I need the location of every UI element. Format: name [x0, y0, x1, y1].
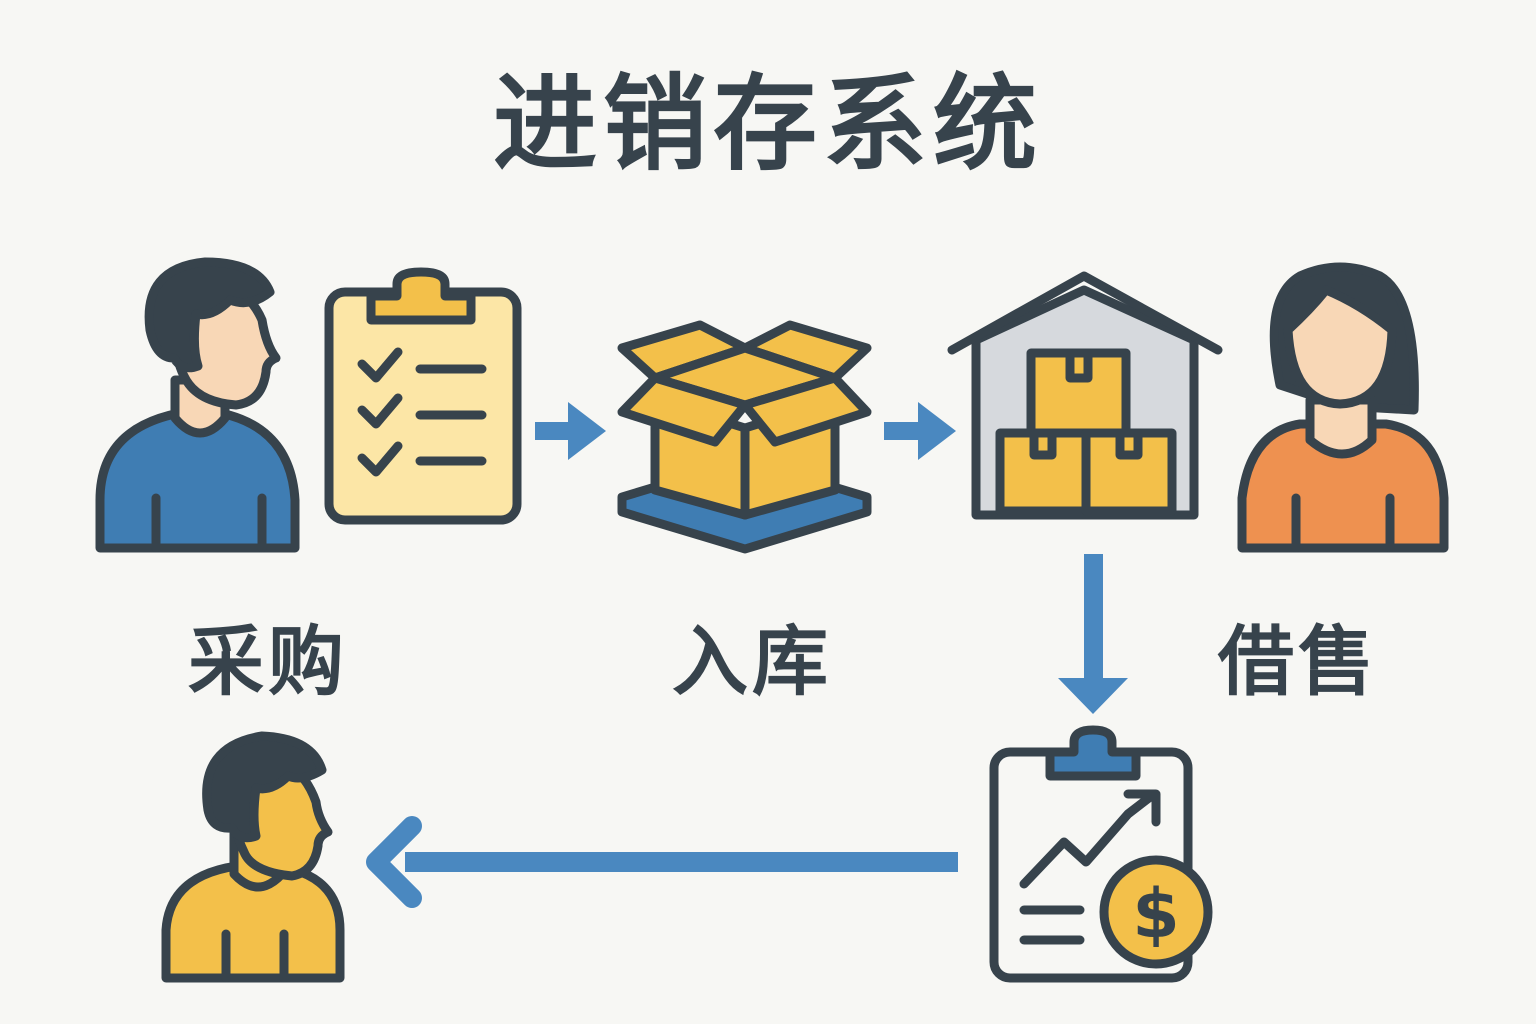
arrow-report-to-customer	[366, 816, 958, 908]
arrow-inbound-to-warehouse	[884, 402, 956, 460]
sales-report-icon	[989, 725, 1213, 983]
arrow-order-to-inbound	[535, 402, 606, 460]
page-title: 进销存系统	[492, 63, 1043, 185]
label-purchase: 采购	[188, 617, 348, 706]
open-box-icon	[617, 320, 872, 554]
label-sales: 借售	[1218, 617, 1378, 706]
buyer-person-icon	[95, 257, 300, 553]
label-inbound: 入库	[672, 617, 832, 706]
arrow-warehouse-to-report	[1058, 554, 1128, 714]
warehouse-icon	[947, 271, 1223, 520]
dollar-sign-icon: $	[1132, 875, 1179, 954]
clipboard-checklist-icon	[324, 267, 522, 525]
seller-person-icon	[1237, 262, 1449, 553]
customer-person-icon	[161, 731, 345, 983]
